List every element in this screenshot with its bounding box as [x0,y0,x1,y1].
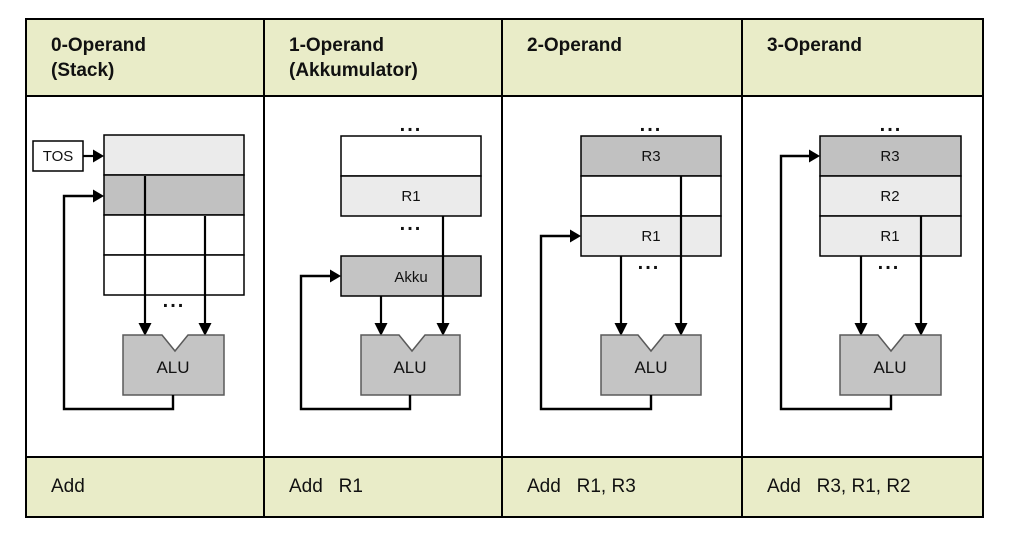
arrowhead-icon [436,323,450,336]
register-label-r1: R1 [880,228,899,245]
akku-label: Akku [394,269,427,286]
register-cell-r1 [819,215,962,257]
diagram-two-operand-machine: ... R3 R1 ... ALU [503,97,743,456]
arrowhead-icon [614,323,628,336]
register-cell-r1 [340,175,482,217]
instruction-example-two-operand: Add R1, R3 [503,456,743,516]
arrowhead-icon [674,323,688,336]
register-label-r3: R3 [880,148,899,165]
two-operand-machine-svg: ... R3 R1 ... ALU [539,114,722,411]
register-label-r2: R2 [880,188,899,205]
alu-box [600,334,702,396]
column-header-0-operand: 0-Operand (Stack) [27,20,265,97]
instruction-text: Add [51,476,85,497]
register-label-r1: R1 [401,188,420,205]
ellipsis-bottom: ... [638,252,661,274]
register-label-r1: R1 [641,228,660,245]
ellipsis-bottom: ... [878,252,901,274]
instruction-example-three-operand: Add R3, R1, R2 [743,456,982,516]
header-line1: 3-Operand [767,35,863,56]
instruction-text: Add R1 [289,476,363,497]
alu-label: ALU [873,358,906,377]
register-cell-r3 [580,135,722,177]
column-header-3-operand: 3-Operand [743,20,982,97]
stack-cell-fourth [103,254,245,296]
register-label-r3: R3 [641,148,660,165]
ellipsis-top: ... [880,114,903,136]
instruction-example-stack: Add [27,456,265,516]
header-line2: (Stack) [51,60,115,81]
stack-cell-third [103,214,245,256]
stack-machine-svg: TOS ... ALU [32,134,245,411]
header-line1: 0-Operand [51,35,147,56]
three-operand-machine-svg: ... R3 R2 R1 ... ALU [779,114,962,411]
ellipsis-bottom: ... [163,290,186,312]
arrowhead-icon [138,323,152,336]
tos-label: TOS [43,148,74,165]
register-cell-r3 [819,135,962,177]
ellipsis-top: ... [400,114,423,136]
register-cell-r2 [819,175,962,217]
arrowhead-icon [854,323,868,336]
header-line1: 1-Operand [289,35,385,56]
arrowhead-icon [914,323,928,336]
writeback-line [299,274,412,411]
alu-box [839,334,942,396]
akku-box [340,255,482,297]
column-header-1-operand: 1-Operand (Akkumulator) [265,20,503,97]
column-header-2-operand: 2-Operand [503,20,743,97]
diagram-three-operand-machine: ... R3 R2 R1 ... ALU [743,97,982,456]
header-line2: (Akkumulator) [289,60,418,81]
tos-arrowhead-icon [93,149,104,163]
instruction-text: Add R1, R3 [527,476,636,497]
architecture-comparison-table: 0-Operand (Stack) 1-Operand (Akkumulator… [25,18,984,518]
stack-cell-top [103,134,245,176]
alu-label: ALU [393,358,426,377]
writeback-arrowhead-icon [93,189,104,203]
writeback-line [539,234,653,411]
alu-box [360,334,461,396]
instruction-text: Add R3, R1, R2 [767,476,911,497]
stack-cell-second [103,174,245,216]
writeback-line [779,154,893,411]
register-cell-r1 [580,215,722,257]
arrowhead-icon [374,323,388,336]
accumulator-machine-svg: ... R1 ... Akku ALU [299,114,482,411]
tos-box [32,140,84,172]
instruction-example-accumulator: Add R1 [265,456,503,516]
diagram-stack-machine: TOS ... ALU [27,97,265,456]
writeback-arrowhead-icon [809,149,820,163]
writeback-arrowhead-icon [570,229,581,243]
writeback-line [62,194,175,411]
diagram-accumulator-machine: ... R1 ... Akku ALU [265,97,503,456]
ellipsis-bottom: ... [400,213,423,235]
register-cell-empty [340,135,482,177]
writeback-arrowhead-icon [330,269,341,283]
register-cell-empty [580,175,722,217]
alu-label: ALU [634,358,667,377]
arrowhead-icon [198,323,212,336]
header-line1: 2-Operand [527,35,623,56]
ellipsis-top: ... [640,114,663,136]
alu-box [122,334,225,396]
alu-label: ALU [156,358,189,377]
